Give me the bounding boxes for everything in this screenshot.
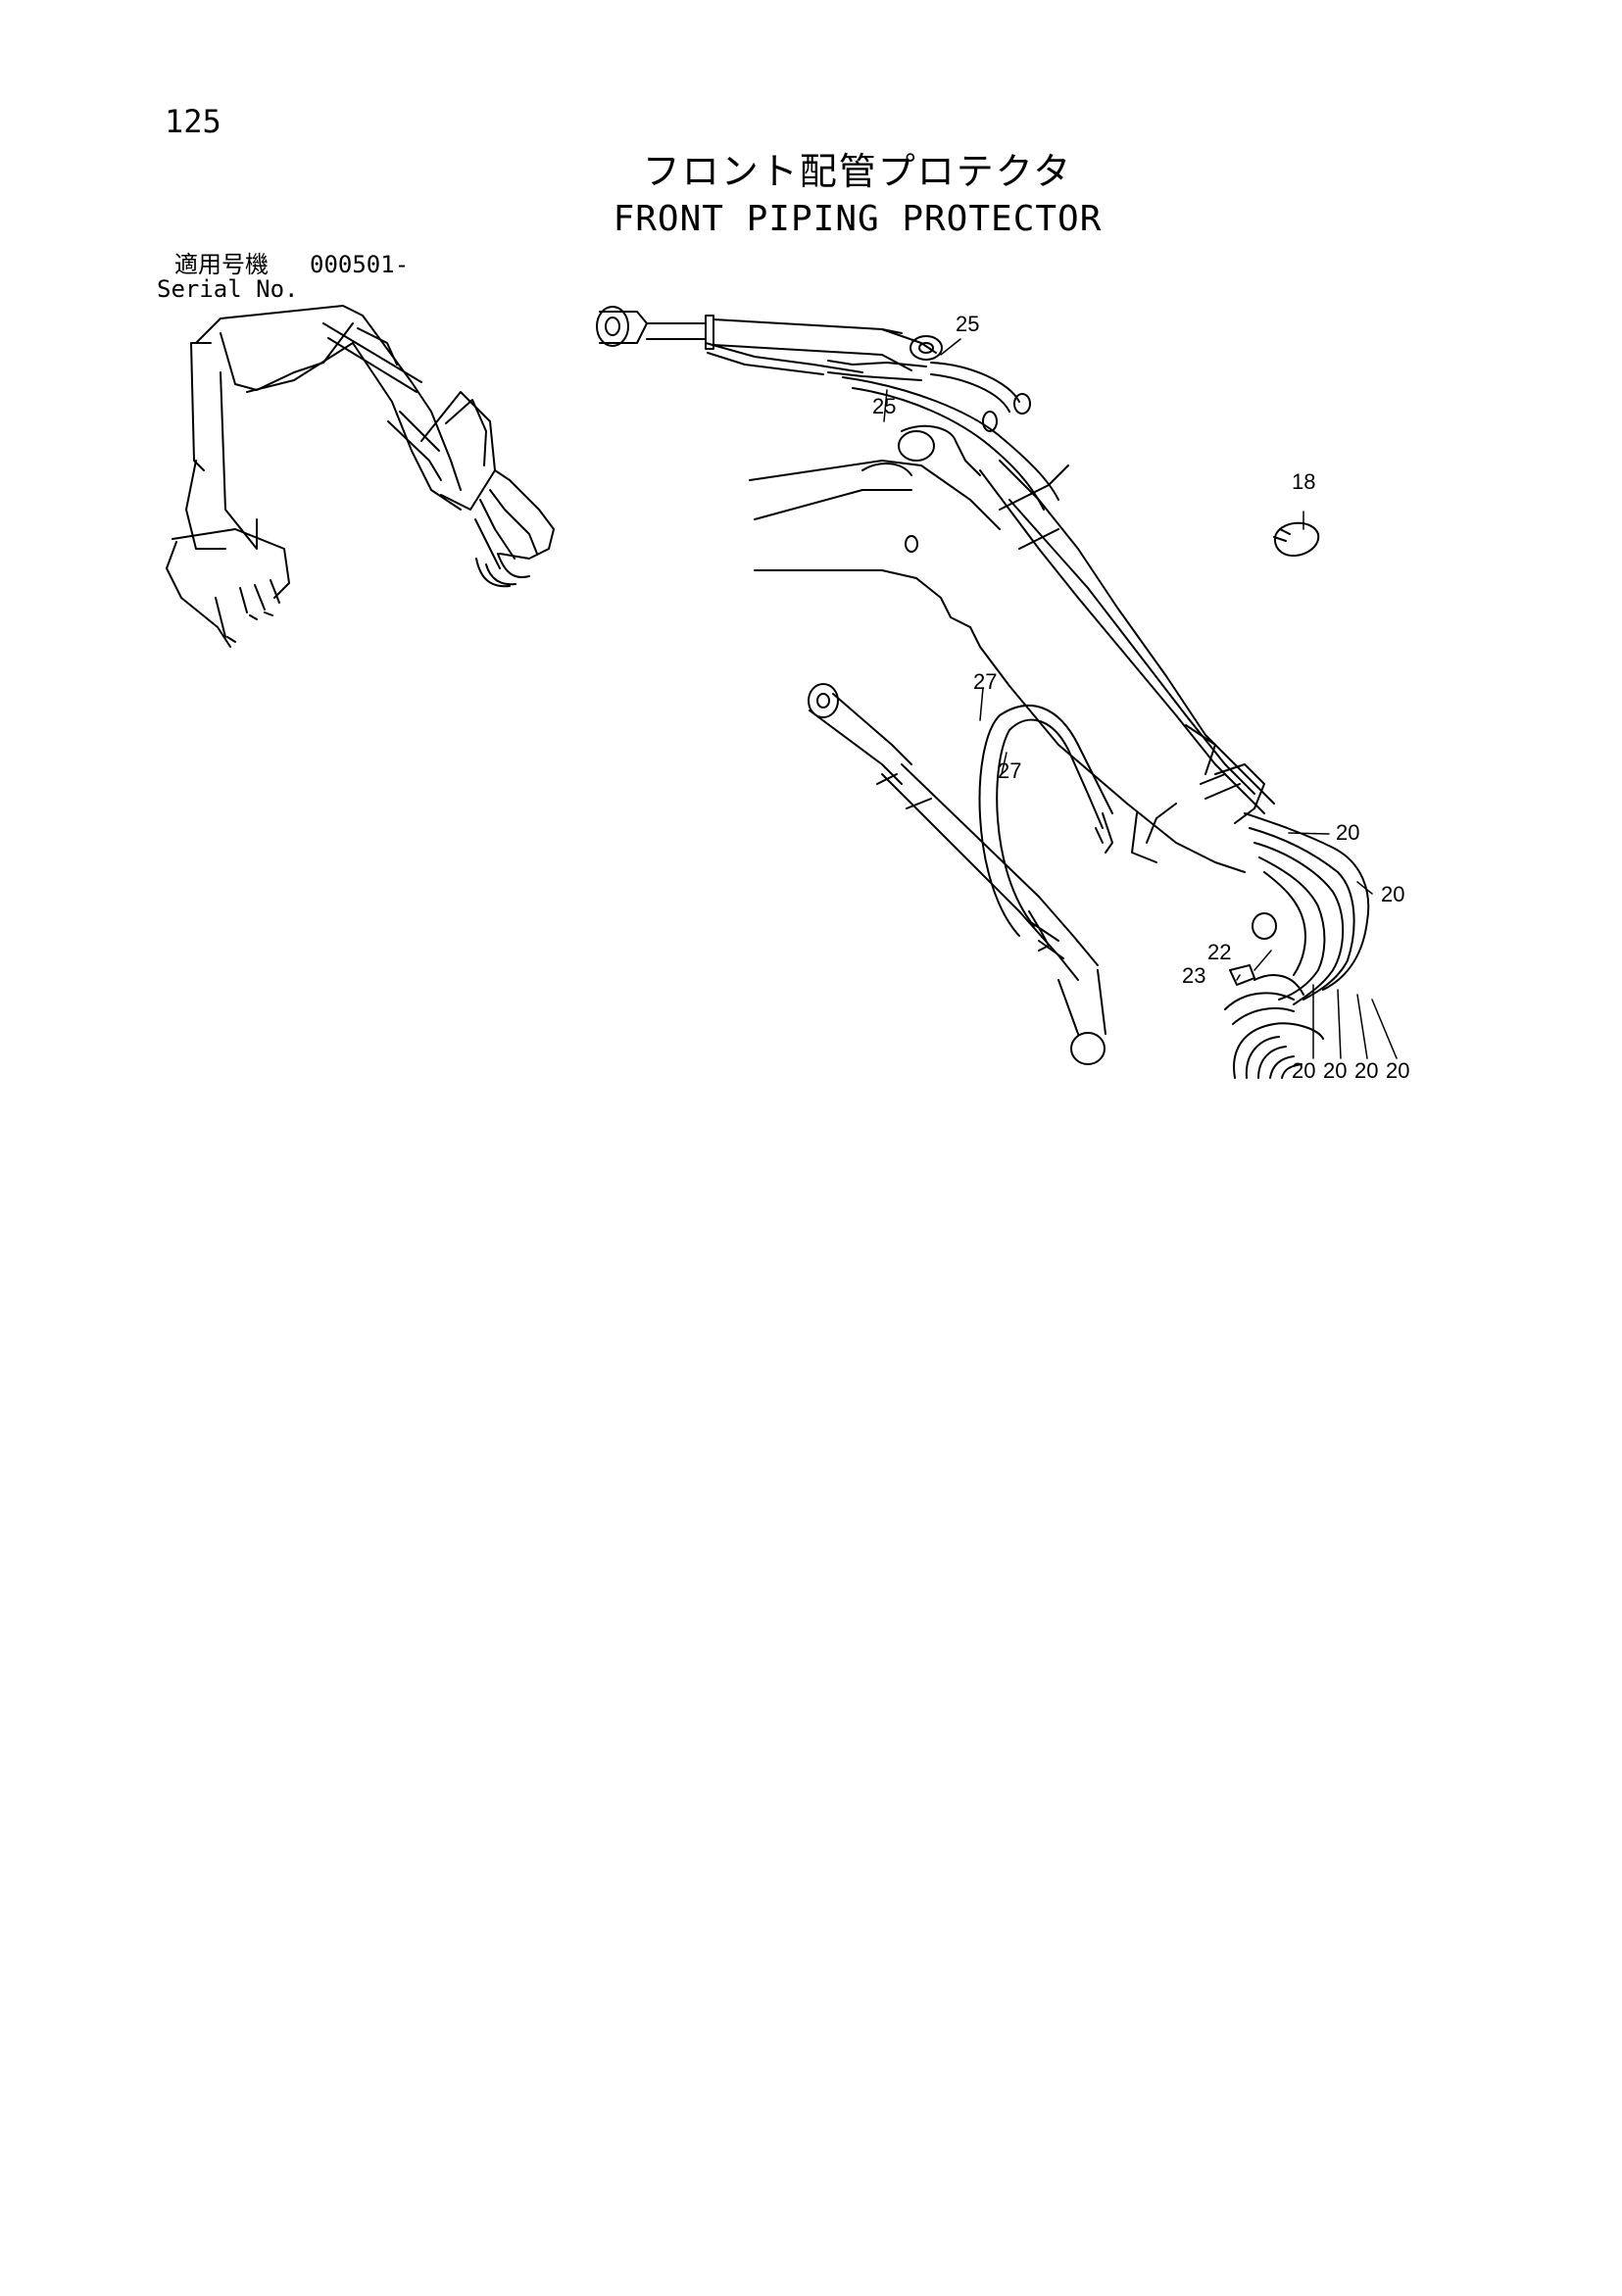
callout-label: 23 — [1182, 963, 1206, 988]
hoses-20 — [1224, 812, 1370, 1079]
callout-label: 20 — [1386, 1058, 1410, 1083]
serial-label-japanese: 適用号機 — [174, 251, 269, 278]
callout-label: 27 — [998, 758, 1022, 783]
leader-lines — [883, 338, 1398, 1059]
page-title-english: FRONT PIPING PROTECTOR — [613, 199, 1103, 239]
lower-cylinder-assembly — [808, 683, 1106, 1065]
callout-label: 20 — [1381, 882, 1405, 906]
hose-27 — [978, 705, 1113, 952]
callout-label: 25 — [956, 312, 980, 336]
callout-label: 20 — [1354, 1058, 1379, 1083]
callout-label: 22 — [1207, 940, 1232, 964]
callout-label: 27 — [973, 669, 998, 694]
upper-cylinder-assembly — [596, 306, 943, 381]
hose-25 — [842, 362, 1059, 511]
callout-label: 20 — [1323, 1058, 1348, 1083]
page-number: 125 — [165, 103, 221, 140]
callout-label: 20 — [1336, 820, 1360, 845]
serial-label-english: Serial No. — [157, 275, 299, 303]
serial-number-range: 000501- — [310, 251, 410, 278]
page-title-japanese: フロント配管プロテクタ — [642, 150, 1073, 193]
boom-body — [749, 424, 1275, 873]
band-clamp-18 — [1273, 521, 1320, 557]
callout-label: 18 — [1292, 469, 1316, 494]
callout-label: 20 — [1292, 1058, 1316, 1083]
callout-label: 25 — [872, 394, 897, 418]
guard-plates — [999, 464, 1265, 863]
